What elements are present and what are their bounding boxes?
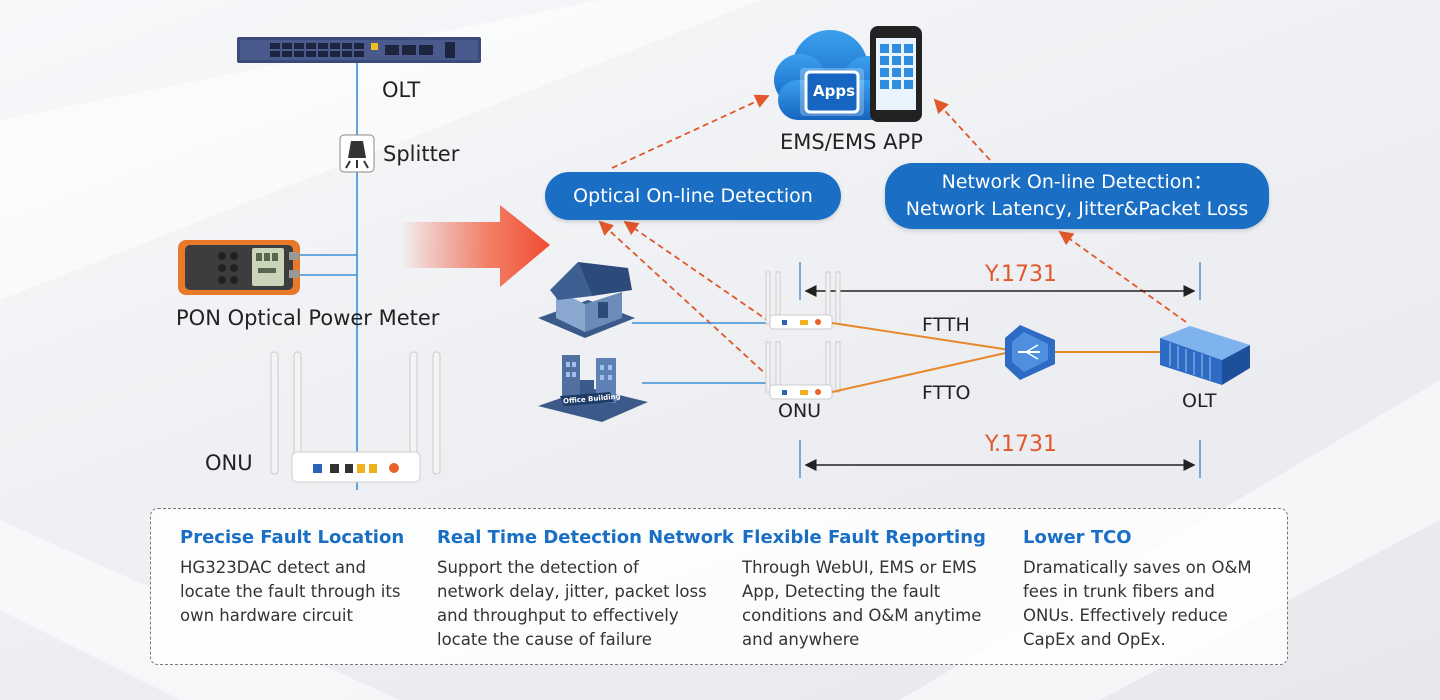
network-detection-line1: Network On-line Detection： [941,171,1213,193]
left-olt-device [237,37,481,63]
feature-flexible-fault-reporting: Flexible Fault Reporting Through WebUI, … [742,527,986,652]
feature-lower-tco: Lower TCO Dramatically saves on O&M fees… [1023,527,1252,652]
left-olt-label: OLT [382,78,421,102]
right-olt-label: OLT [1182,390,1217,412]
fiber-lines [831,322,1160,393]
right-onu-bottom [765,341,841,400]
cloud-icon [774,30,894,120]
feature-real-time-detection: Real Time Detection Network Support the … [437,527,734,652]
feature-text: HG323DAC detect and locate the fault thr… [180,558,401,625]
left-onu-label: ONU [205,451,253,475]
feature-text: Dramatically saves on O&M fees in trunk … [1023,558,1252,649]
feature-title: Flexible Fault Reporting [742,527,986,548]
dashed-arrows [598,94,1187,379]
feature-text: Support the detection of network delay, … [437,558,707,649]
network-detection-line2: Network Latency, Jitter&Packet Loss [905,198,1249,220]
feature-precise-fault-location: Precise Fault Location HG323DAC detect a… [180,527,404,628]
right-onu-top [765,271,841,330]
feature-title: Lower TCO [1023,527,1132,548]
y1731-bottom-label: Y.1731 [985,432,1057,457]
office-building-icon [538,355,648,422]
power-meter-label: PON Optical Power Meter [176,306,440,330]
y1731-top-label: Y.1731 [985,262,1057,287]
right-splitter-icon [1005,325,1055,380]
apps-label: Apps [813,82,856,100]
feature-title: Precise Fault Location [180,527,405,548]
right-onu-label: ONU [778,400,822,422]
guide-lines [799,262,1201,478]
ftto-label: FTTO [922,382,971,404]
pon-power-meter-device [178,240,300,295]
ftth-label: FTTH [922,314,970,336]
ems-label: EMS/EMS APP [780,130,923,154]
left-onu-router [270,351,441,483]
big-red-arrow [400,205,550,287]
optical-detection-text: Optical On-line Detection [573,184,813,207]
house-icon [538,262,635,338]
splitter-icon [339,134,375,173]
premise-links [632,322,770,384]
left-connection-lines [300,63,358,490]
y1731-arrows [804,285,1196,471]
right-olt-device [1160,326,1250,385]
feature-text: Through WebUI, EMS or EMS App, Detecting… [742,558,982,649]
feature-title: Real Time Detection Network [437,527,734,548]
splitter-label: Splitter [383,142,460,166]
phone-icon [870,26,922,122]
features-panel: Precise Fault Location HG323DAC detect a… [150,508,1288,665]
network-detection-pill: Network On-line Detection： Network Laten… [885,163,1269,229]
optical-detection-pill: Optical On-line Detection [545,172,841,220]
